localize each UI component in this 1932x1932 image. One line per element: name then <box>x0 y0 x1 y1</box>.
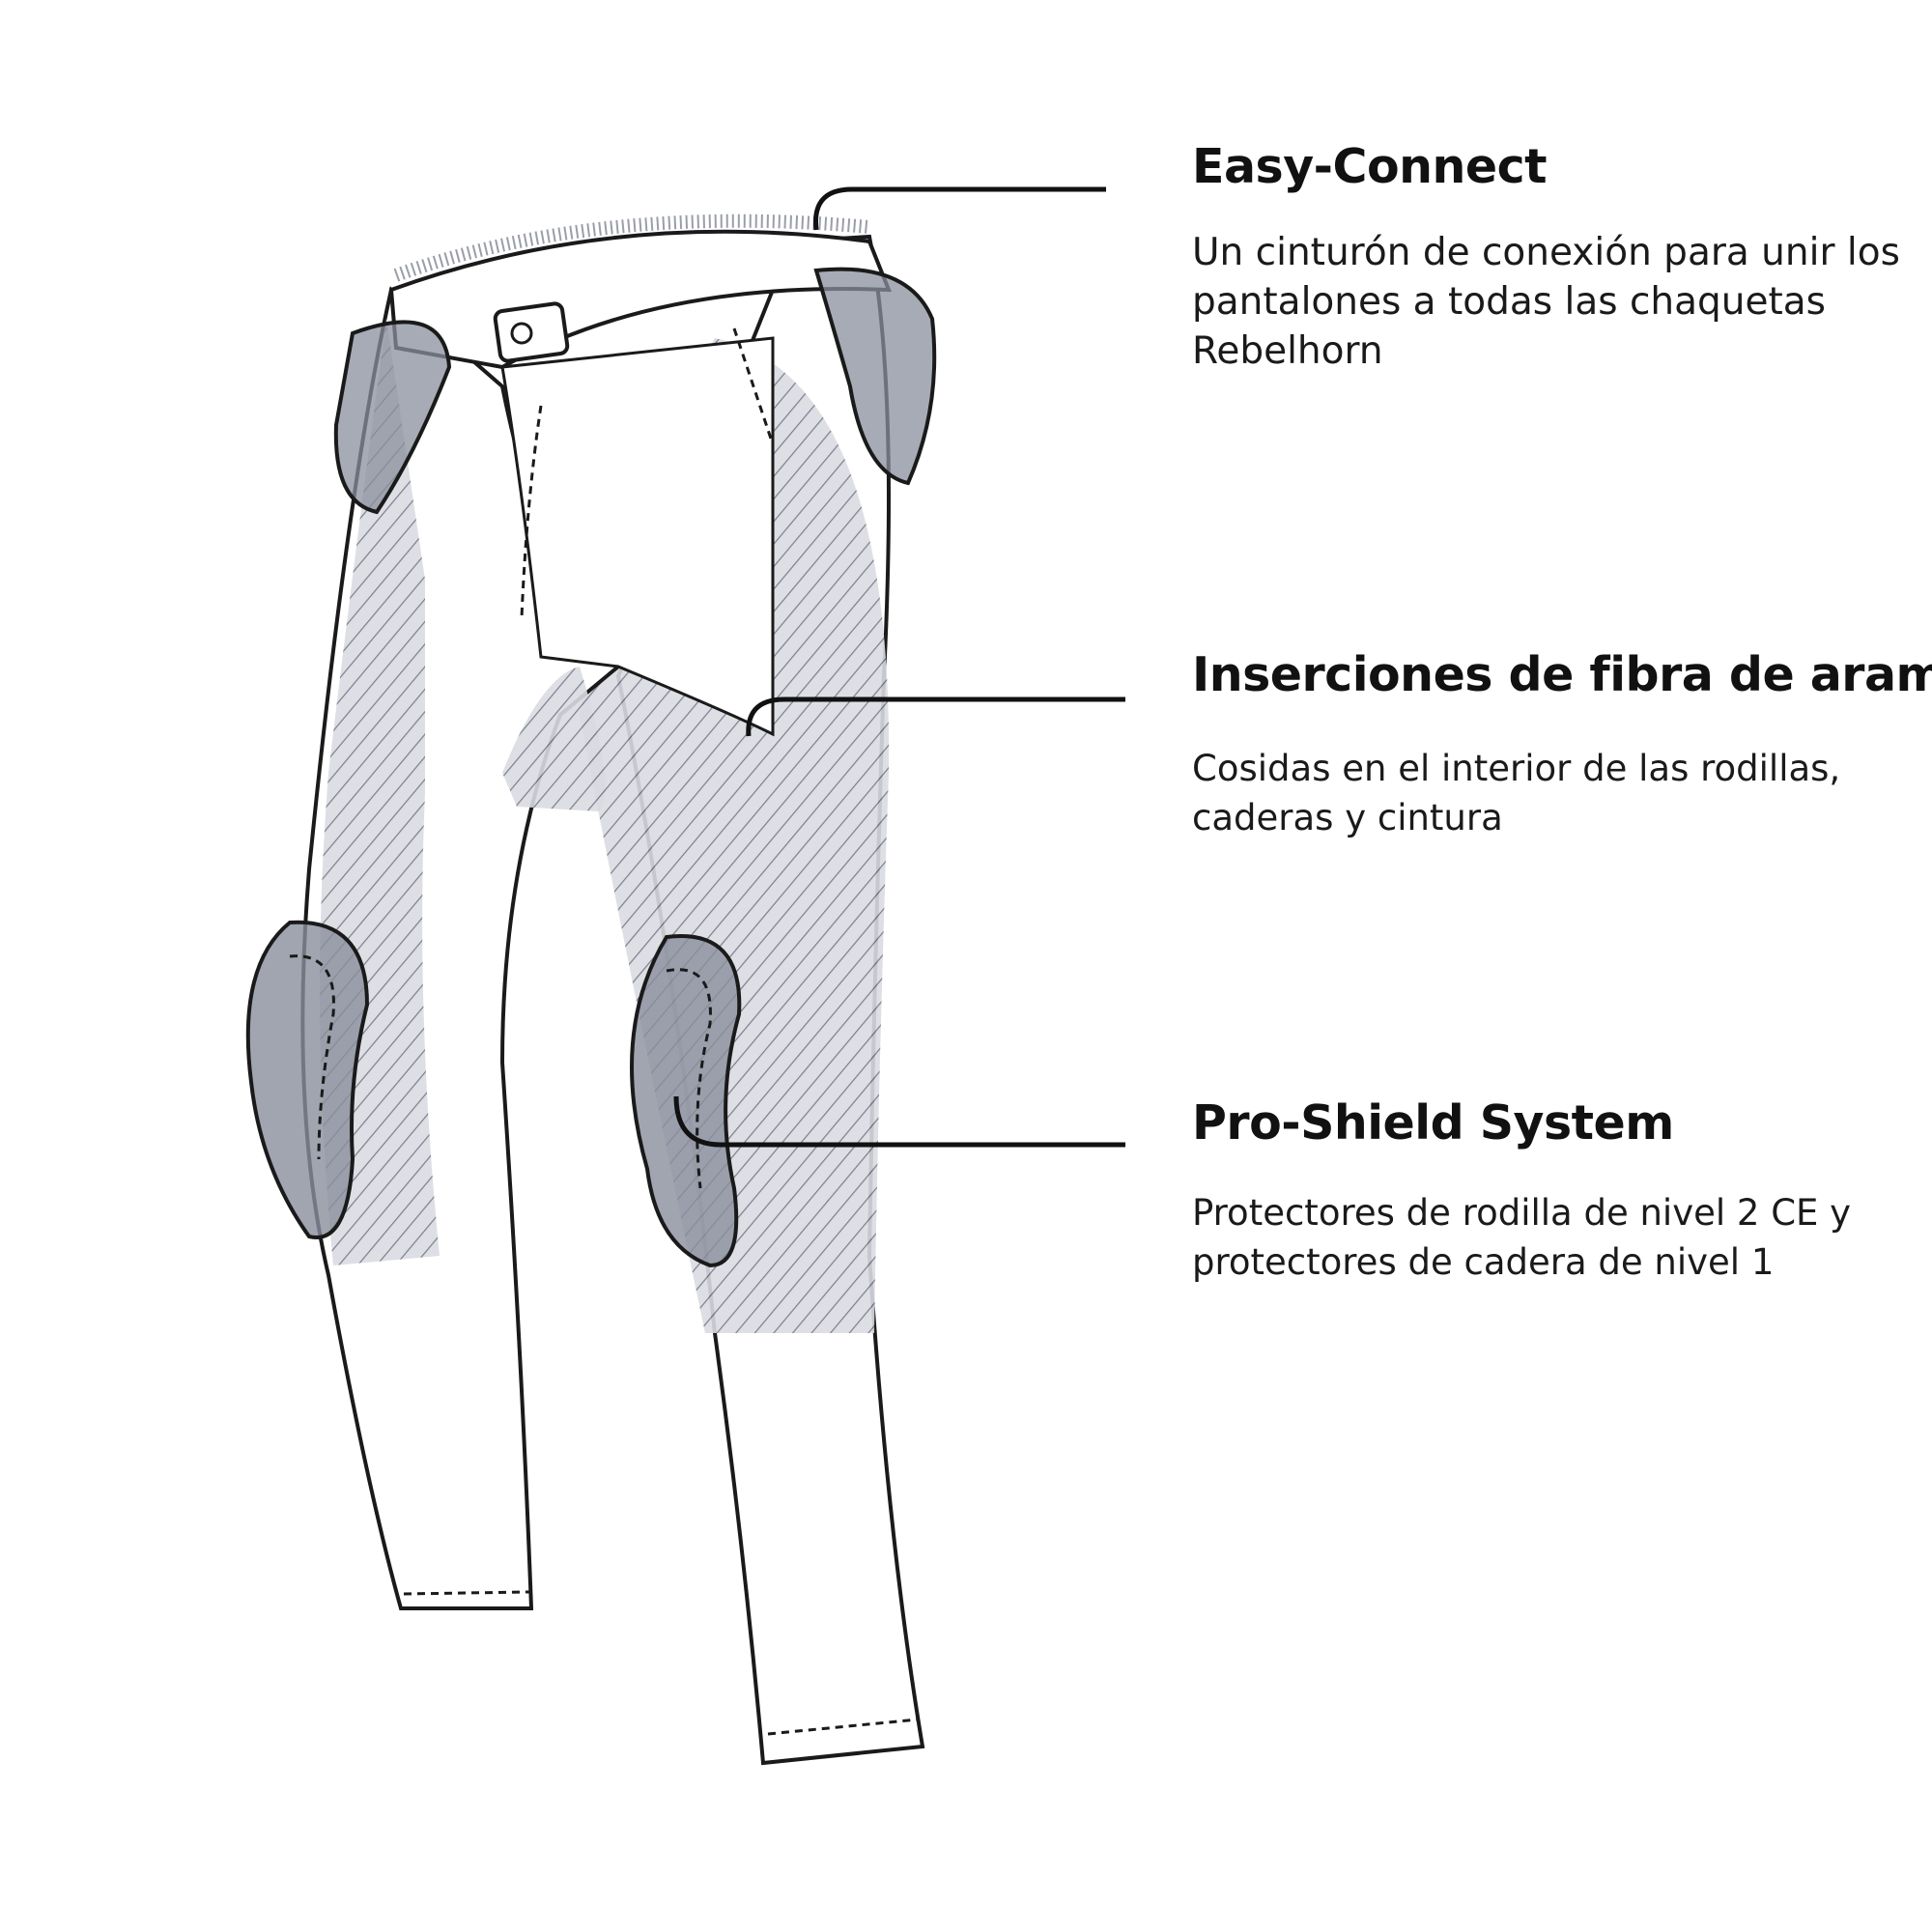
callout-line-easy-connect <box>812 186 1106 231</box>
pants-waistband <box>388 229 893 737</box>
feature-title: Pro-Shield System <box>1192 1095 1674 1151</box>
feature-title: Inserciones de fibra de aramida <box>1192 647 1932 702</box>
easy-connect-zipper <box>393 213 870 282</box>
feature-aramid-inserts: Inserciones de fibra de aramida Cosidas … <box>1192 647 1932 842</box>
callout-line-pro-shield <box>673 1095 1125 1148</box>
feature-description: Un cinturón de conexión para unir los pa… <box>1192 230 1900 373</box>
knee-protector-left <box>245 920 370 1239</box>
hip-protector-left <box>333 320 452 515</box>
knee-protector-right <box>630 934 742 1268</box>
feature-easy-connect: Easy-Connect Un cinturón de conexión par… <box>1192 141 1926 376</box>
feature-description: Protectores de rodilla de nivel 2 CE y p… <box>1192 1191 1852 1283</box>
callout-line-aramid <box>746 696 1125 737</box>
feature-pro-shield: Pro-Shield System Protectores de rodilla… <box>1192 1097 1926 1287</box>
feature-description: Cosidas en el interior de las rodillas, … <box>1192 747 1841 838</box>
callout-lines <box>673 186 1125 1148</box>
feature-title: Easy-Connect <box>1192 139 1548 194</box>
hip-protector-right <box>813 267 937 486</box>
